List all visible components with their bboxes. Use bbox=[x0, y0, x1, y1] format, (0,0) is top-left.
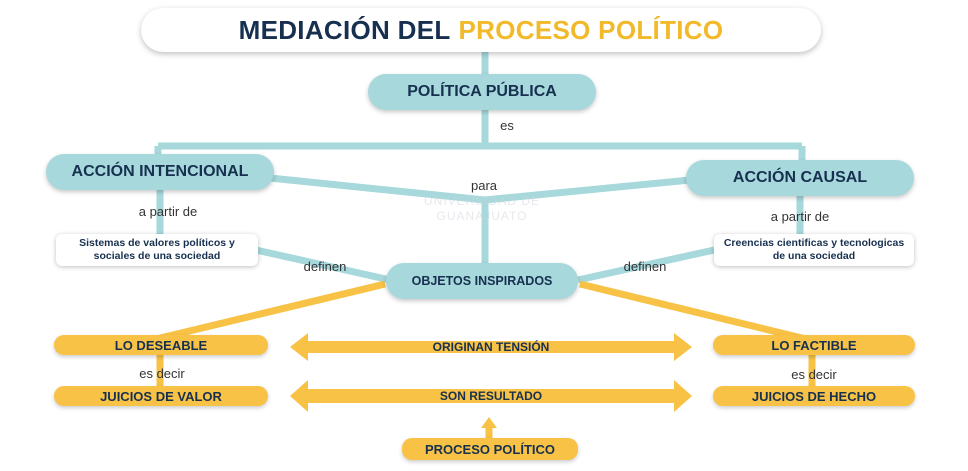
node-proceso-politico: PROCESO POLÍTICO bbox=[402, 438, 578, 460]
node-objetos-inspirados: OBJETOS INSPIRADOS bbox=[386, 263, 578, 299]
connector-objetos-factible bbox=[579, 280, 811, 344]
arrow-label-originan: ORIGINAN TENSIÓN bbox=[432, 340, 550, 354]
title-part-2: PROCESO POLÍTICO bbox=[458, 14, 724, 45]
label-es-decir-right: es decir bbox=[791, 367, 837, 382]
connector-intencional-hub bbox=[269, 174, 486, 204]
label-a-partir-de-right: a partir de bbox=[770, 209, 830, 224]
connector-objetos-deseable bbox=[151, 280, 386, 344]
arrow-up-proceso bbox=[481, 417, 497, 428]
arrow-label-son-resultado: SON RESULTADO bbox=[439, 389, 543, 403]
node-creencias: Creencias cientificas y tecnologicas de … bbox=[714, 234, 914, 266]
title-part-1: MEDIACIÓN DEL bbox=[238, 14, 451, 45]
node-juicios-hecho: JUICIOS DE HECHO bbox=[713, 386, 915, 406]
label-es-decir-left: es decir bbox=[139, 366, 185, 381]
node-lo-factible: LO FACTIBLE bbox=[713, 335, 915, 355]
arrow-son-resultado bbox=[290, 380, 692, 412]
connector-sistemas-objetos bbox=[255, 246, 391, 284]
label-es: es bbox=[500, 118, 514, 133]
label-definen-right: definen bbox=[623, 259, 667, 274]
node-accion-causal: ACCIÓN CAUSAL bbox=[686, 160, 914, 196]
label-para: para bbox=[470, 178, 498, 193]
node-accion-intencional: ACCIÓN INTENCIONAL bbox=[46, 154, 274, 190]
node-politica-publica: POLÍTICA PÚBLICA bbox=[368, 74, 596, 110]
node-sistemas-valores: Sistemas de valores políticos y sociales… bbox=[56, 234, 258, 266]
connector-causal-hub bbox=[484, 176, 691, 204]
watermark: UNIVERSIDAD DE GUANAJUATO bbox=[412, 194, 552, 224]
node-juicios-valor: JUICIOS DE VALOR bbox=[54, 386, 268, 406]
watermark-line-1: UNIVERSIDAD DE bbox=[423, 194, 541, 208]
node-lo-deseable: LO DESEABLE bbox=[54, 335, 268, 355]
connector-creencias-objetos bbox=[577, 246, 715, 284]
watermark-line-2: GUANAJUATO bbox=[436, 209, 528, 223]
label-a-partir-de-left: a partir de bbox=[138, 204, 198, 219]
label-definen-left: definen bbox=[303, 259, 347, 274]
diagram-title: MEDIACIÓN DEL PROCESO POLÍTICO bbox=[141, 8, 821, 52]
arrow-originan-tension bbox=[290, 333, 692, 361]
